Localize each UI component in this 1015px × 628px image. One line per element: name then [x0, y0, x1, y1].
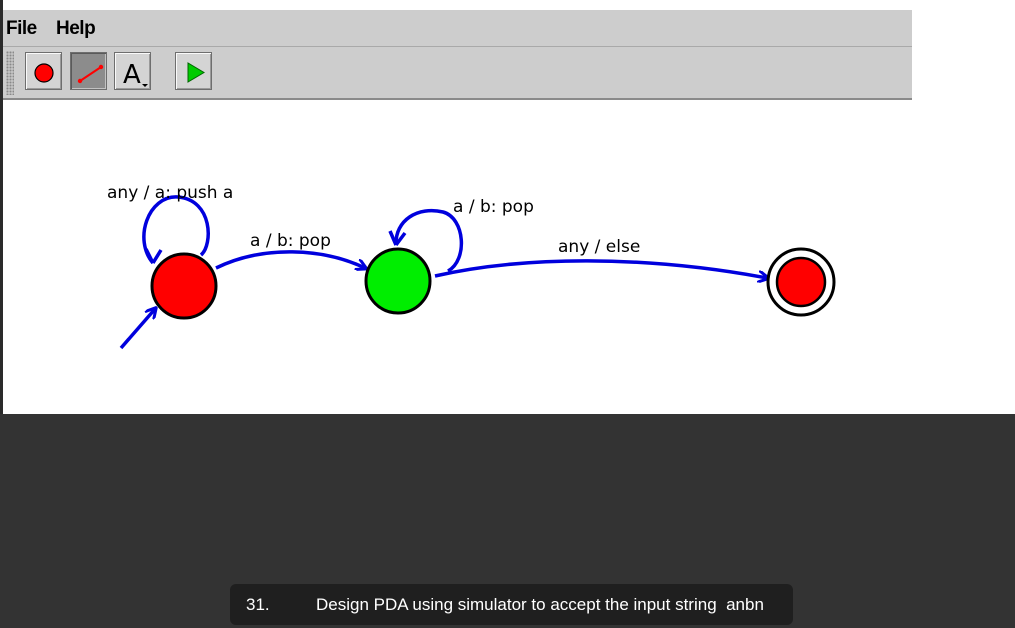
- label-q1-self: a / b: pop: [453, 197, 534, 217]
- run-icon: [187, 62, 205, 83]
- final-state-core: [775, 256, 827, 308]
- text-tool-button[interactable]: A: [114, 52, 151, 90]
- transition-tool-button[interactable]: [70, 52, 107, 90]
- label-q0-q1: a / b: pop: [250, 231, 331, 251]
- caption-text: Design PDA using simulator to accept the…: [316, 595, 764, 614]
- menu-help[interactable]: Help: [56, 18, 96, 39]
- state-tool-button[interactable]: [25, 52, 62, 90]
- diagram-canvas[interactable]: any / a: push a a / b: pop a / b: pop an…: [3, 100, 1015, 414]
- loop-arrowhead-q1: [388, 230, 407, 247]
- state-q1[interactable]: [364, 247, 432, 315]
- state-q2[interactable]: [766, 247, 836, 317]
- window-edge: [0, 0, 3, 414]
- caption-bar: 31. Design PDA using simulator to accept…: [230, 584, 793, 625]
- state-q0[interactable]: [150, 252, 218, 320]
- label-q1-q2: any / else: [558, 237, 640, 257]
- label-q0-self: any / a: push a: [107, 183, 233, 203]
- text-tool-icon: A: [123, 60, 148, 90]
- transition-q0-q1[interactable]: [215, 250, 365, 268]
- transition-q0-self[interactable]: [142, 195, 210, 265]
- pda-simulator-window: File Help A: [0, 0, 1015, 414]
- toolbar: A: [3, 47, 912, 100]
- initial-arrow: [119, 309, 155, 350]
- text-tool-glyph: A: [123, 60, 141, 90]
- transition-q1-self[interactable]: [394, 208, 463, 273]
- transition-q1-q2[interactable]: [434, 259, 767, 278]
- state-tool-icon: [34, 63, 54, 83]
- run-button[interactable]: [175, 52, 212, 90]
- transition-tool-icon: [77, 64, 104, 84]
- loop-arrowhead-q0: [144, 248, 163, 264]
- menu-file[interactable]: File: [6, 18, 37, 39]
- toolbar-grip[interactable]: [6, 51, 14, 95]
- menu-bar: File Help: [3, 10, 912, 47]
- caption-number: 31.: [246, 595, 270, 614]
